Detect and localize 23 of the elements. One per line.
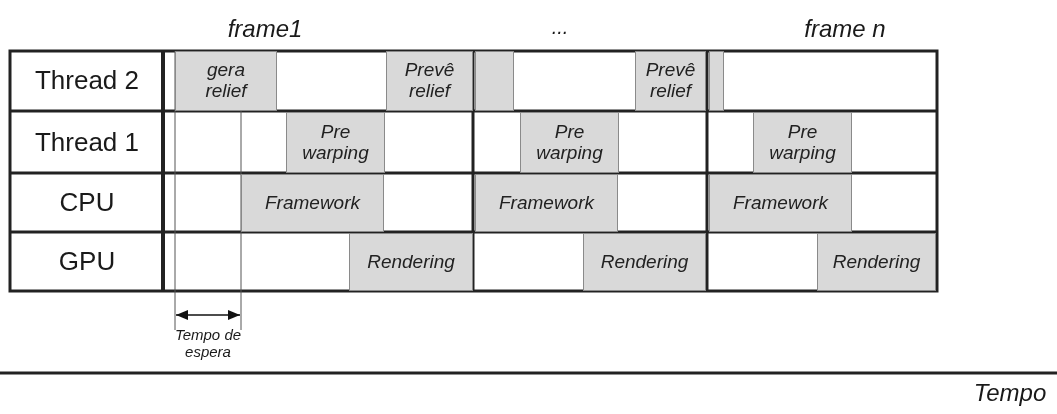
- task-block: Framework: [475, 174, 618, 232]
- task-block: Prevê relief: [386, 51, 473, 111]
- task-block: Framework: [709, 174, 852, 232]
- ellipsis-title: ...: [550, 16, 570, 38]
- task-block: Pre warping: [286, 112, 385, 173]
- task-block: [475, 51, 514, 111]
- task-block: gera relief: [175, 51, 277, 111]
- task-block: Rendering: [349, 233, 473, 291]
- axis-label: Tempo: [972, 380, 1048, 407]
- row-header: CPU: [58, 188, 116, 217]
- task-block: Prevê relief: [635, 51, 706, 111]
- row-header: Thread 2: [33, 66, 141, 95]
- frame-title: frame1: [226, 16, 304, 43]
- task-block: Framework: [241, 174, 384, 232]
- task-block: Rendering: [817, 233, 936, 291]
- row-header: Thread 1: [33, 128, 141, 157]
- frame-title: frame n: [803, 16, 887, 43]
- task-block: Rendering: [583, 233, 706, 291]
- row-header: GPU: [57, 247, 117, 276]
- dimension-label: Tempo de espera: [173, 327, 243, 360]
- task-block: [709, 51, 724, 111]
- task-block: Pre warping: [520, 112, 619, 173]
- task-block: Pre warping: [753, 112, 852, 173]
